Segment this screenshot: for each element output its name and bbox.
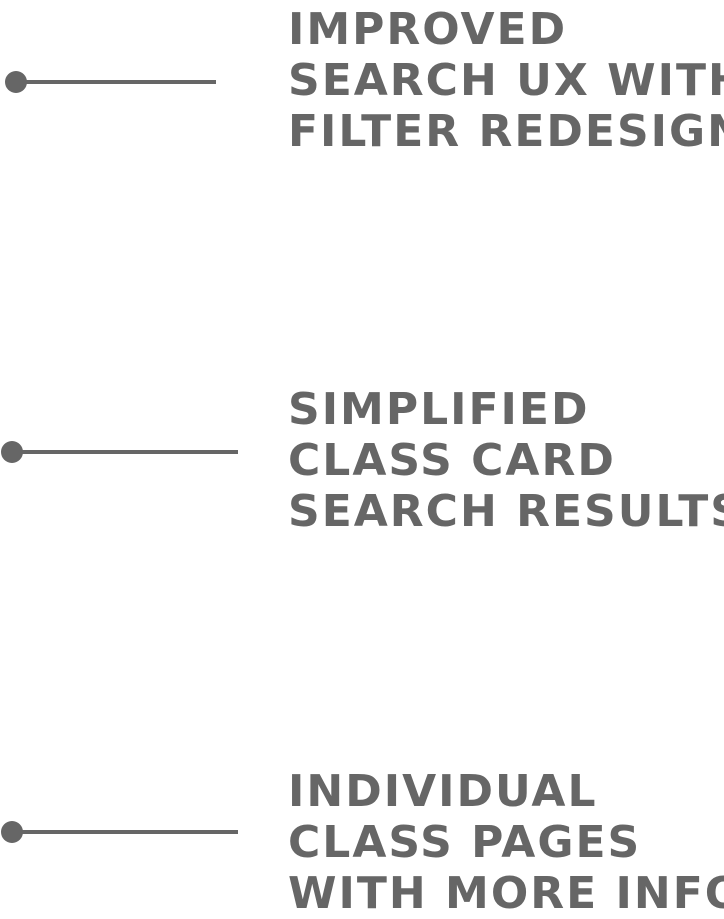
callout-label-line: IMPROVED [288, 4, 568, 55]
callout-label: SIMPLIFIED CLASS CARD SEARCH RESULTS [288, 384, 724, 537]
callout-label-line: FILTER REDESIGN [288, 106, 724, 157]
connector-line [12, 450, 238, 454]
callout-label-line: INDIVIDUAL [288, 766, 598, 817]
callout-label-line: SEARCH RESULTS [288, 486, 724, 537]
callout-label-line: SIMPLIFIED [288, 384, 590, 435]
callout-label-line: CLASS CARD [288, 435, 616, 486]
callout-label-line: SEARCH UX WITH [288, 55, 724, 106]
callout-label-line: CLASS PAGES [288, 817, 642, 868]
callout-label: INDIVIDUAL CLASS PAGES WITH MORE INFO [288, 766, 724, 919]
connector-line [12, 830, 238, 834]
callout-label: IMPROVED SEARCH UX WITH FILTER REDESIGN [288, 4, 724, 157]
connector-line [16, 80, 216, 84]
callout-label-line: WITH MORE INFO [288, 868, 724, 919]
